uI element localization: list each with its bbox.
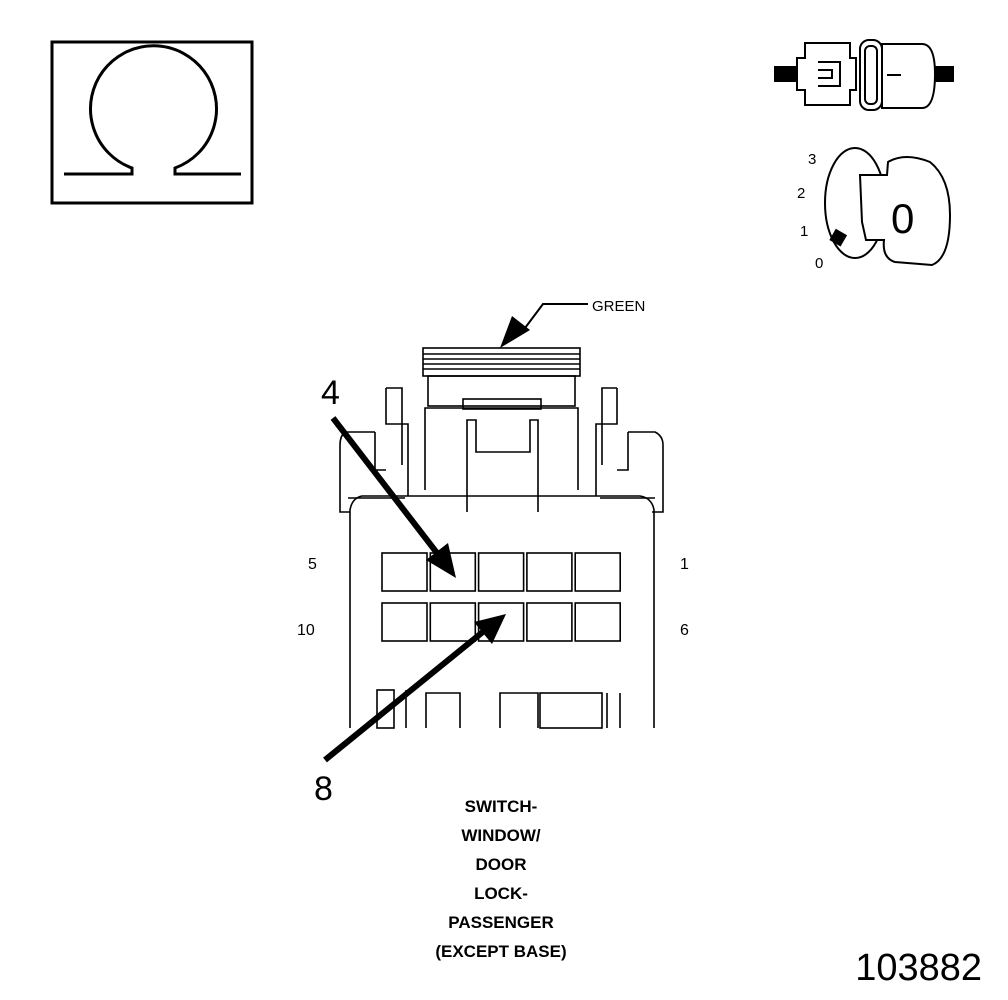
caption-line-3: DOOR [476,855,527,874]
cavity-r2-c2 [429,602,477,642]
caption-line-2: WINDOW/ [461,826,541,845]
connector-body [339,347,664,729]
caption-line-4: LOCK- [474,884,528,903]
key-position-2: 2 [797,185,805,202]
cavity-r2-c1 [381,602,428,642]
color-callout: GREEN [500,298,645,348]
caption: SWITCH- WINDOW/ DOOR LOCK- PASSENGER (EX… [435,797,566,961]
pin-label-10: 10 [297,622,315,639]
cavity-r2-c4 [526,602,573,642]
callout-pin-4: 4 [321,374,456,578]
cavity-r2-c5 [574,602,622,642]
cavity-r1-c1 [381,552,428,592]
ohm-icon [50,40,254,205]
connector-disconnect-icon [774,39,954,111]
pin-label-5: 5 [308,556,317,573]
cavity-grid [381,552,622,642]
key-label: 0 [891,195,914,242]
caption-line-1: SWITCH- [465,797,538,816]
caption-line-5: PASSENGER [448,913,554,932]
cavity-r1-c5 [574,552,622,592]
pin-label-6: 6 [680,622,689,639]
ignition-key-icon: 3 2 1 0 0 [797,147,952,272]
caption-line-6: (EXCEPT BASE) [435,942,566,961]
pin-label-1: 1 [680,556,689,573]
key-position-1: 1 [800,223,808,240]
figure-number: 103882 [855,947,982,989]
key-position-3: 3 [808,151,816,168]
callout-8-label: 8 [314,770,333,808]
callout-pin-8: 8 [314,614,506,808]
key-position-0: 0 [815,255,823,272]
cavity-r1-c4 [526,552,573,592]
color-callout-label: GREEN [592,298,645,315]
callout-4-label: 4 [321,374,340,412]
cavity-r1-c3 [477,552,525,592]
